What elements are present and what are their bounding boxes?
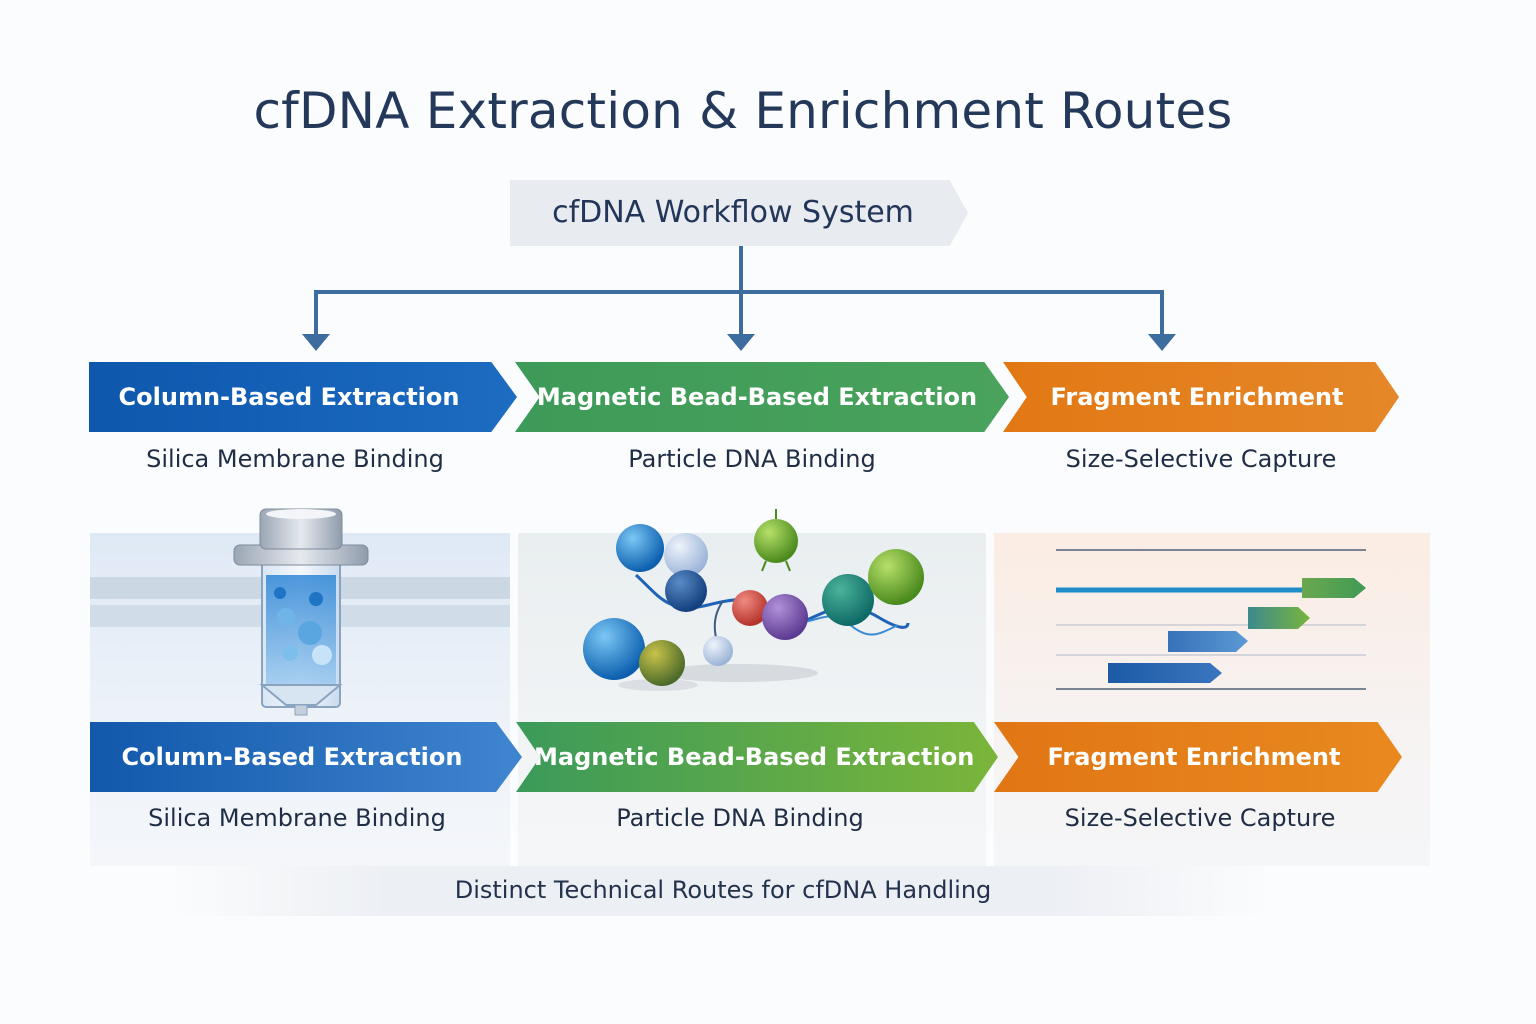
route-sublabel-column-top: Silica Membrane Binding	[146, 445, 444, 473]
route-banner-magnetic-top: Magnetic Bead-Based Extraction	[515, 362, 1009, 432]
route-sublabel-fragment-bottom: Size-Selective Capture	[1064, 804, 1336, 832]
page-title: cfDNA Extraction & Enrichment Routes	[253, 82, 1233, 140]
route-banner-magnetic-bottom: Magnetic Bead-Based Extraction	[516, 722, 998, 792]
route-sublabel-magnetic-top: Particle DNA Binding	[628, 445, 876, 473]
arrowhead-center	[727, 334, 755, 351]
footer-caption: Distinct Technical Routes for cfDNA Hand…	[454, 876, 992, 904]
arrowhead-left	[302, 334, 330, 351]
route-label-column-top: Column-Based Extraction	[118, 383, 460, 411]
route-banner-fragment-bottom: Fragment Enrichment	[994, 722, 1402, 792]
route-label-fragment-bottom: Fragment Enrichment	[1047, 743, 1341, 771]
root-node-label: cfDNA Workflow System	[552, 195, 914, 230]
route-label-fragment-top: Fragment Enrichment	[1050, 383, 1344, 411]
route-sublabel-fragment-top: Size-Selective Capture	[1065, 445, 1337, 473]
fragment-size-bars-icon	[1056, 549, 1366, 690]
route-sublabel-column-bottom: Silica Membrane Binding	[148, 804, 446, 832]
route-banner-column-top: Column-Based Extraction	[89, 362, 517, 432]
route-label-magnetic-bottom: Magnetic Bead-Based Extraction	[534, 743, 975, 771]
route-sublabel-magnetic-bottom: Particle DNA Binding	[616, 804, 864, 832]
route-label-magnetic-top: Magnetic Bead-Based Extraction	[536, 383, 978, 411]
spin-column-icon	[90, 508, 510, 716]
connector-branches	[314, 290, 1164, 338]
footer-band	[170, 866, 1270, 916]
magnetic-beads-icon	[583, 509, 924, 691]
arrowhead-right	[1148, 334, 1176, 351]
route-banner-column-bottom: Column-Based Extraction	[90, 722, 522, 792]
root-node-box	[510, 180, 968, 246]
route-banner-fragment-top: Fragment Enrichment	[1003, 362, 1399, 432]
route-label-column-bottom: Column-Based Extraction	[121, 743, 463, 771]
